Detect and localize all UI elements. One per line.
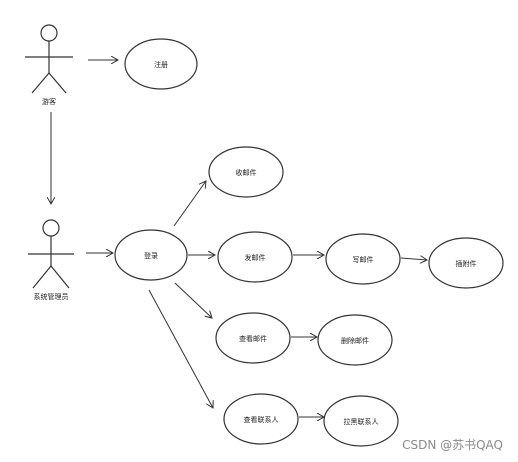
- use-case-login-label: 登录: [144, 251, 158, 260]
- actor-visitor-right-leg: [48, 72, 67, 94]
- actor-admin-left-leg: [32, 265, 52, 289]
- use-case-receive-mail-label: 收邮件: [236, 168, 257, 177]
- use-case-view-contacts-label: 查看联系人: [244, 415, 279, 424]
- use-case-register-label: 注册: [154, 60, 168, 69]
- use-case-delete-mail: [317, 314, 393, 366]
- arrow-login-view-mail: [174, 282, 212, 318]
- actor-visitor: [25, 24, 73, 94]
- use-case-view-mail: [215, 312, 291, 364]
- actor-admin: [28, 219, 74, 289]
- watermark-text: CSDN @苏书QAQ: [402, 438, 503, 452]
- use-case-delete-mail-label: 删除邮件: [341, 336, 369, 345]
- arrow-write-attachment: [400, 258, 427, 260]
- use-case-register: [124, 38, 198, 90]
- actor-visitor-label: 游客: [42, 97, 56, 106]
- use-case-login: [114, 229, 188, 281]
- use-case-view-mail-label: 查看邮件: [239, 334, 267, 343]
- use-case-attachment: [428, 237, 504, 289]
- arrow-login-receive-mail: [173, 181, 206, 227]
- arrow-login-view-contacts: [148, 289, 213, 408]
- use-case-send-mail-label: 发邮件: [245, 253, 266, 262]
- use-case-write-mail-label: 写邮件: [353, 255, 374, 264]
- actor-visitor-head: [40, 24, 58, 42]
- actor-visitor-left-leg: [31, 72, 50, 94]
- use-case-receive-mail: [208, 146, 284, 198]
- use-case-block-contacts-label: 拉黑联系人: [344, 417, 379, 426]
- actor-admin-head: [42, 219, 60, 237]
- actor-admin-label: 系统管理员: [34, 292, 69, 301]
- use-case-send-mail: [217, 231, 293, 283]
- use-case-attachment-label: 插附件: [456, 259, 477, 268]
- actor-admin-right-leg: [50, 265, 70, 289]
- use-case-view-contacts: [223, 393, 299, 445]
- use-case-write-mail: [325, 233, 401, 285]
- use-case-block-contacts: [323, 395, 399, 447]
